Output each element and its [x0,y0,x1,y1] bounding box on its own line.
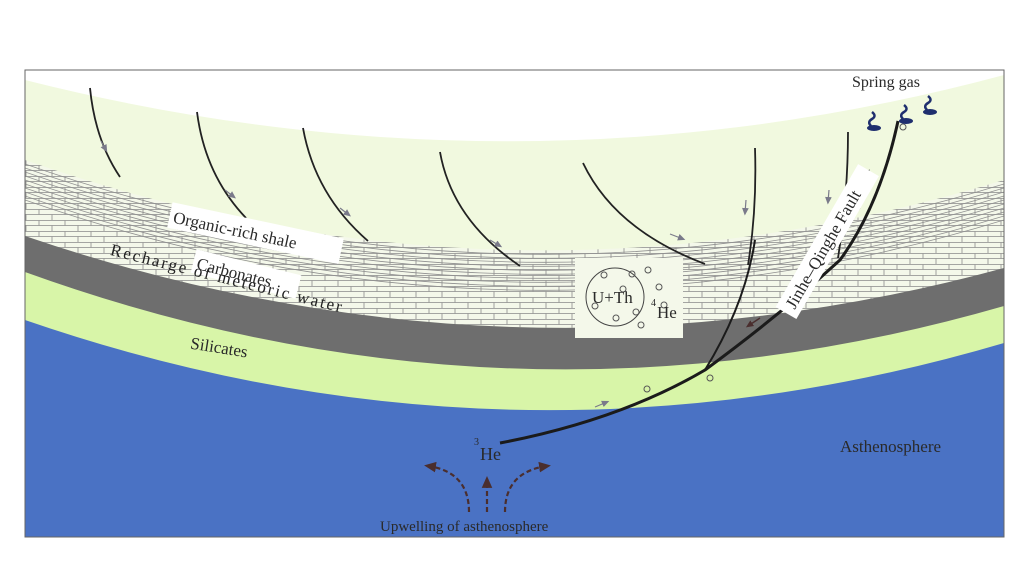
u-th-circle [585,267,645,327]
spring-gas-label: Spring gas [852,74,920,91]
he4-label: He [657,303,677,322]
asthenosphere-label: Asthenosphere [840,437,941,456]
carbonates-label-bg [190,249,302,299]
spring-gas-icon [867,95,937,131]
shale-label-bg [167,202,344,265]
upwelling-label: Upwelling of asthenosphere [380,519,549,535]
shale-lamination [25,163,1004,291]
fault-branch [704,239,756,371]
recharge-flow-lines [89,87,849,267]
he3-superscript: 3 [474,437,479,448]
recharge-band [25,236,1004,372]
fault-label-bg [775,164,879,320]
asthenosphere-area [25,320,1004,537]
he3-label: He [480,444,501,464]
silicates-band [25,272,1004,413]
diagram-frame [24,69,1005,538]
he4-superscript: 4 [651,298,656,309]
sky-area [25,70,1004,142]
u-th-label: U+Th [592,288,633,307]
recharge-flow-arrows [100,140,832,408]
fault-line [499,120,900,445]
upwelling-arrows [424,461,551,513]
